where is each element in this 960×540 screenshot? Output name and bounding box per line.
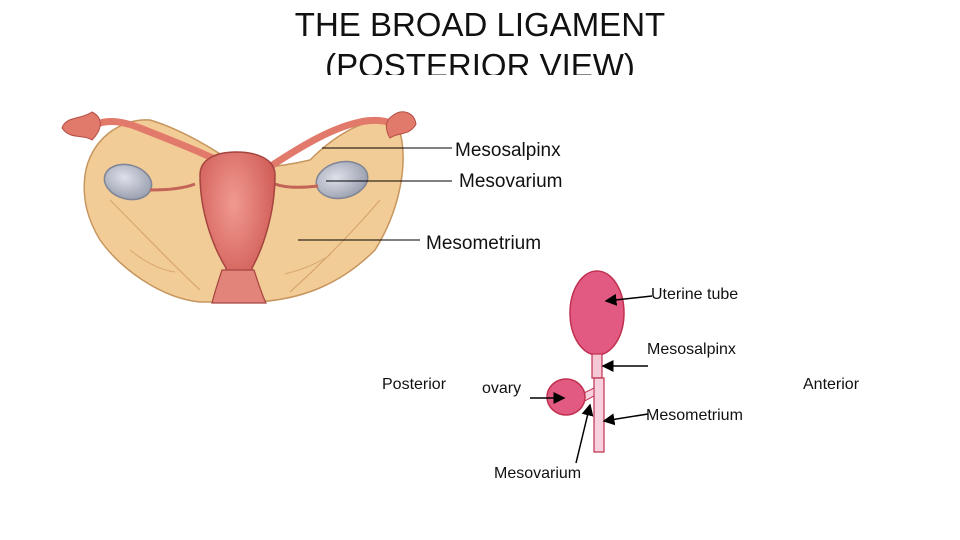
right-ovarian-ligament bbox=[274, 182, 319, 189]
right-fimbriae bbox=[385, 111, 417, 139]
arrow-mesovarium bbox=[575, 403, 594, 464]
label-mesometrium-section: Mesometrium bbox=[646, 407, 743, 424]
title-line-1: THE BROAD LIGAMENT bbox=[294, 6, 666, 43]
label-mesosalpinx-top: Mesosalpinx bbox=[455, 140, 561, 161]
cervix bbox=[211, 269, 267, 304]
left-ovary bbox=[103, 163, 153, 201]
section-ovary bbox=[546, 378, 586, 416]
left-ovarian-ligament bbox=[149, 182, 196, 192]
label-mesovarium-top: Mesovarium bbox=[459, 171, 563, 192]
section-uterine-tube bbox=[569, 270, 625, 356]
label-ovary: ovary bbox=[482, 380, 522, 397]
label-mesovarium-section: Mesovarium bbox=[494, 465, 582, 482]
label-posterior: Posterior bbox=[382, 376, 447, 393]
uterus bbox=[199, 151, 276, 301]
left-fimbriae bbox=[61, 111, 101, 141]
label-uterine-tube: Uterine tube bbox=[651, 286, 739, 303]
label-mesometrium-top: Mesometrium bbox=[426, 233, 542, 254]
label-anterior: Anterior bbox=[803, 376, 860, 393]
arrow-uterine-tube bbox=[604, 293, 653, 306]
title-line-2: (POSTERIOR VIEW) bbox=[325, 47, 635, 84]
sagittal-section bbox=[546, 270, 625, 453]
label-mesosalpinx-section: Mesosalpinx bbox=[647, 341, 736, 358]
section-broad-ligament bbox=[593, 377, 605, 453]
section-mesosalpinx bbox=[591, 353, 603, 379]
arrow-mesometrium bbox=[602, 413, 649, 426]
broad-ligament-illustration bbox=[61, 111, 417, 304]
